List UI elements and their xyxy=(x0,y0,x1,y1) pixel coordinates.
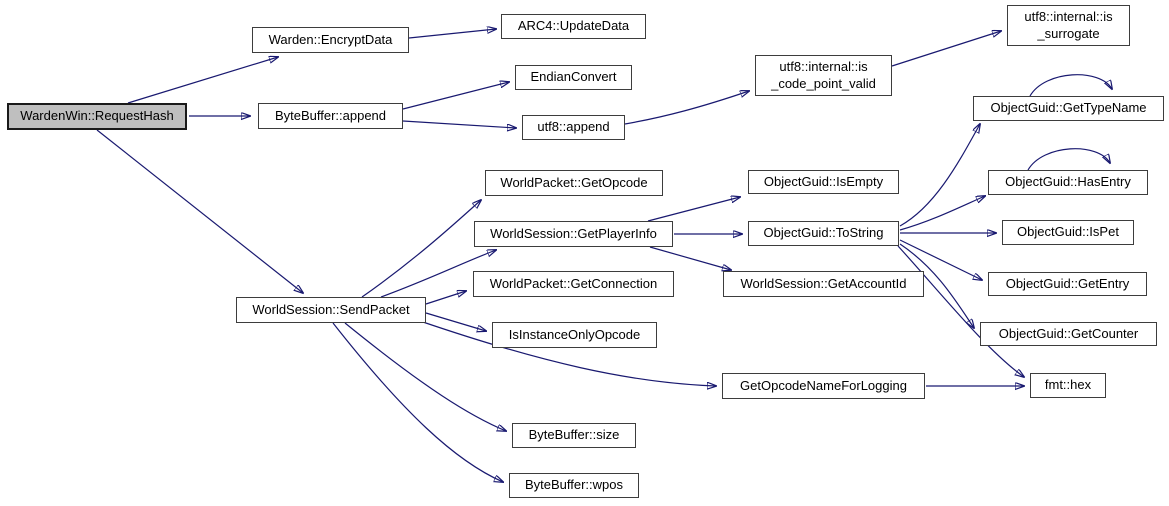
edge-tostring-hasentry xyxy=(899,196,985,231)
node-objectguid-getcounter[interactable]: ObjectGuid::GetCounter xyxy=(980,322,1157,346)
edge-gettypename-self-loop xyxy=(1029,74,1112,97)
edge-utf8append-iscodepointvalid xyxy=(624,91,749,125)
node-utf8-internal-is-code-point-valid[interactable]: utf8::internal::is _code_point_valid xyxy=(755,55,892,96)
node-fmt-hex[interactable]: fmt::hex xyxy=(1030,373,1106,398)
node-objectguid-hasentry[interactable]: ObjectGuid::HasEntry xyxy=(988,170,1148,195)
node-worldpacket-getconnection[interactable]: WorldPacket::GetConnection xyxy=(473,271,674,297)
edge-encryptdata-arc4updatedata xyxy=(408,29,496,39)
edge-bytebufferappend-endianconvert xyxy=(402,82,509,110)
node-bytebuffer-size[interactable]: ByteBuffer::size xyxy=(512,423,636,448)
node-objectguid-tostring[interactable]: ObjectGuid::ToString xyxy=(748,221,899,246)
edge-requesthash-sendpacket xyxy=(96,129,303,293)
edge-requesthash-encryptdata xyxy=(127,57,278,104)
node-utf8-internal-is-surrogate[interactable]: utf8::internal::is _surrogate xyxy=(1007,5,1130,46)
edge-sendpacket-getconnection xyxy=(425,291,466,305)
node-warden-encryptdata[interactable]: Warden::EncryptData xyxy=(252,27,409,53)
edge-bytebufferappend-utf8append xyxy=(402,120,516,128)
edge-iscodepointvalid-issurrogate xyxy=(891,31,1001,67)
edge-sendpacket-isinstanceonlyopcode xyxy=(425,312,486,331)
node-objectguid-ispet[interactable]: ObjectGuid::IsPet xyxy=(1002,220,1134,245)
node-getopcodenameforlogging[interactable]: GetOpcodeNameForLogging xyxy=(722,373,925,399)
node-utf8-append[interactable]: utf8::append xyxy=(522,115,625,140)
edge-sendpacket-getopcodenameforlogging xyxy=(419,320,716,386)
node-isinstanceonlyopcode[interactable]: IsInstanceOnlyOpcode xyxy=(492,322,657,348)
node-objectguid-gettypename[interactable]: ObjectGuid::GetTypeName xyxy=(973,96,1164,121)
edge-hasentry-self-loop xyxy=(1027,148,1110,171)
node-endianconvert[interactable]: EndianConvert xyxy=(515,65,632,90)
edge-sendpacket-getplayerinfo xyxy=(380,250,496,298)
edge-tostring-getentry xyxy=(899,239,982,280)
edge-tostring-getcounter xyxy=(899,243,974,328)
edge-getplayerinfo-getaccountid xyxy=(649,246,731,270)
node-bytebuffer-wpos[interactable]: ByteBuffer::wpos xyxy=(509,473,639,498)
node-worldsession-sendpacket[interactable]: WorldSession::SendPacket xyxy=(236,297,426,323)
node-objectguid-isempty[interactable]: ObjectGuid::IsEmpty xyxy=(748,170,899,194)
node-arc4-updatedata[interactable]: ARC4::UpdateData xyxy=(501,14,646,39)
edge-tostring-fmthex xyxy=(897,245,1024,377)
node-objectguid-getentry[interactable]: ObjectGuid::GetEntry xyxy=(988,272,1147,296)
node-worldsession-getplayerinfo[interactable]: WorldSession::GetPlayerInfo xyxy=(474,221,673,247)
node-wardenwin-requesthash[interactable]: WardenWin::RequestHash xyxy=(7,103,187,130)
edge-sendpacket-bytebufferwpos xyxy=(332,322,503,482)
edge-getplayerinfo-isempty xyxy=(647,197,740,222)
edge-tostring-gettypename xyxy=(899,124,980,227)
node-bytebuffer-append[interactable]: ByteBuffer::append xyxy=(258,103,403,129)
node-worldpacket-getopcode[interactable]: WorldPacket::GetOpcode xyxy=(485,170,663,196)
edge-sendpacket-getopcode xyxy=(361,200,481,298)
node-worldsession-getaccountid[interactable]: WorldSession::GetAccountId xyxy=(723,271,924,297)
edge-sendpacket-bytebuffersize xyxy=(344,322,506,431)
